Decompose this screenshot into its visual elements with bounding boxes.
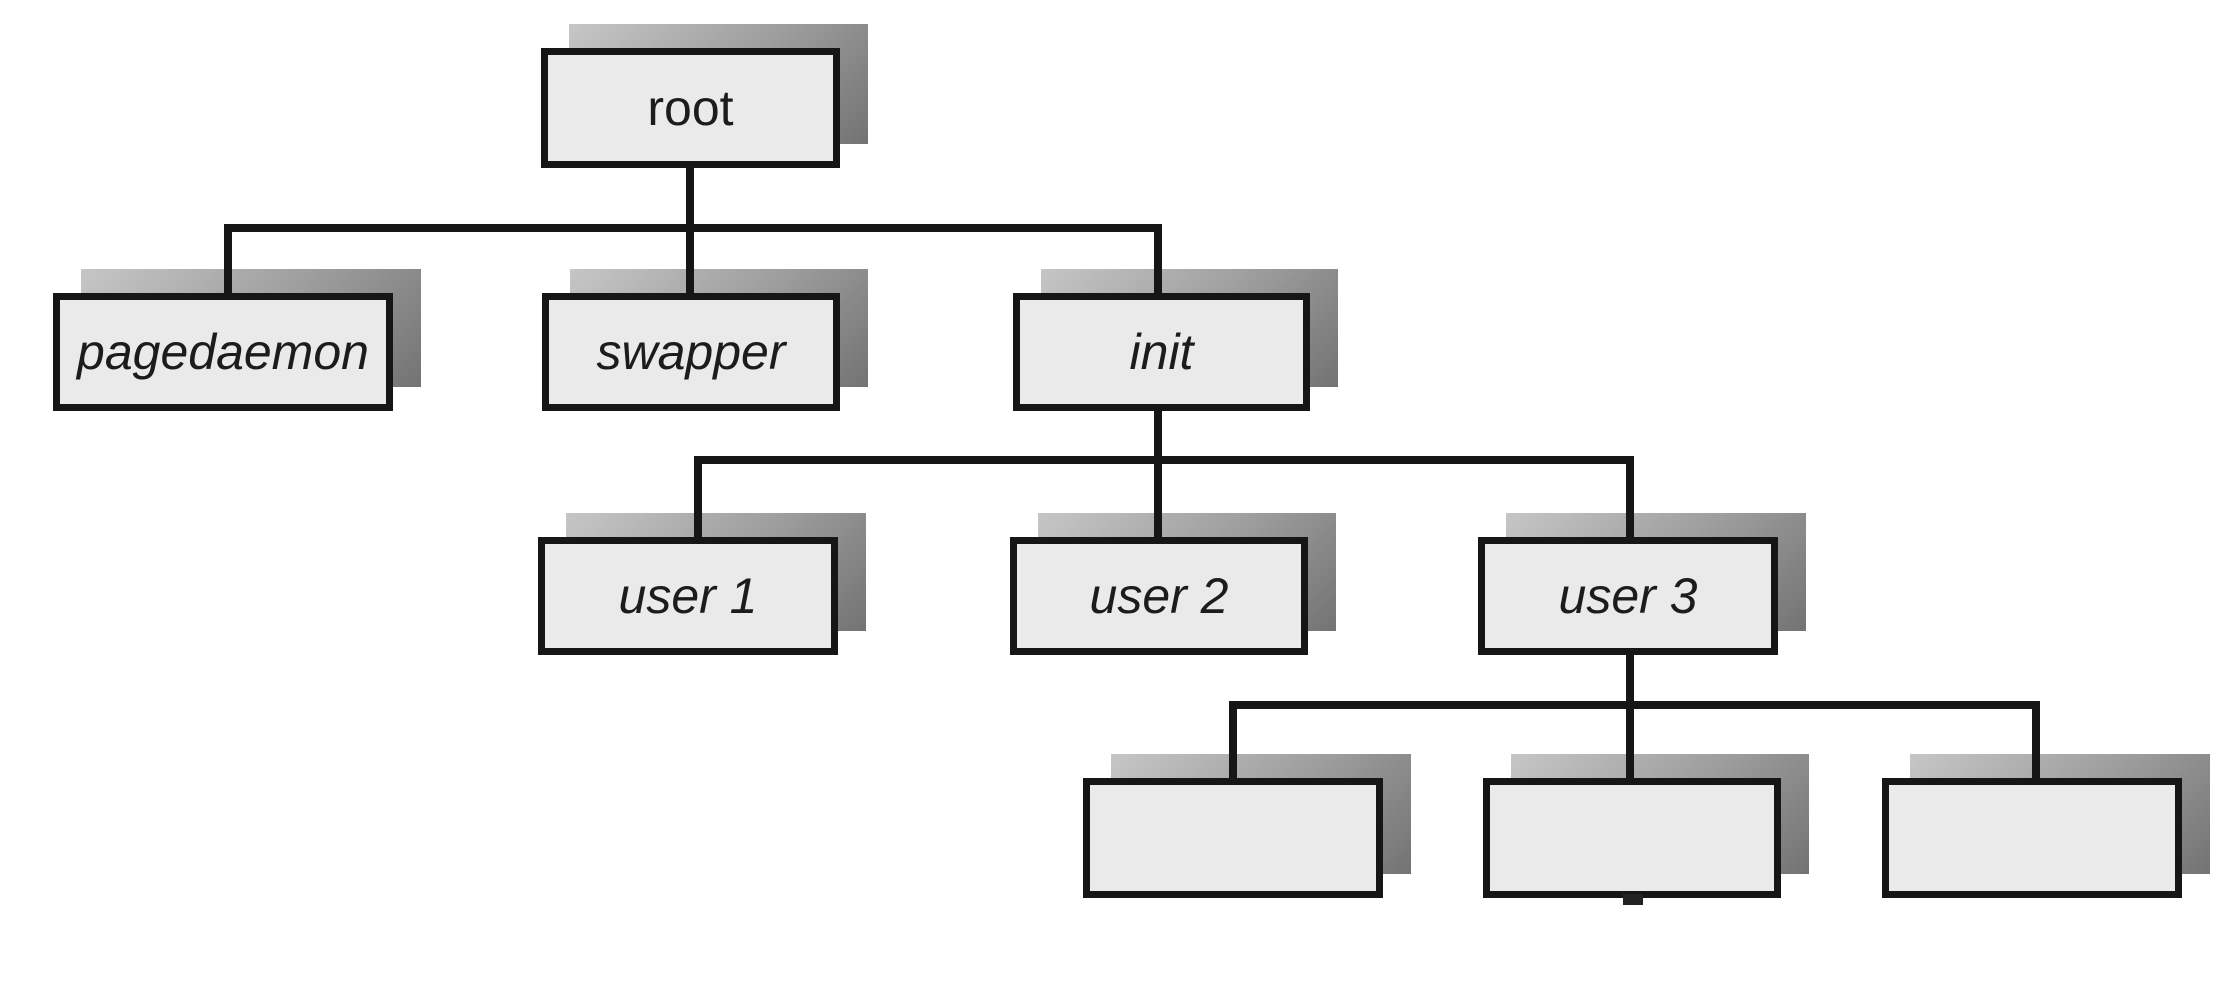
node-child2 bbox=[1483, 754, 1809, 898]
node-pagedaemon-label: pagedaemon bbox=[77, 324, 369, 380]
node-child3 bbox=[1882, 754, 2210, 898]
node-init-label: init bbox=[1129, 324, 1194, 380]
connector-user3-to-child2 bbox=[1626, 651, 1634, 778]
node-pagedaemon-box: pagedaemon bbox=[53, 293, 393, 411]
node-user1-box: user 1 bbox=[538, 537, 838, 655]
scan-artifact-mark bbox=[1623, 894, 1643, 905]
node-user1-label: user 1 bbox=[618, 568, 758, 624]
node-user3-label: user 3 bbox=[1558, 568, 1698, 624]
node-root: root bbox=[541, 24, 868, 168]
connector-drop-user1 bbox=[694, 456, 702, 537]
connector-bus-user3-children bbox=[1229, 701, 2040, 709]
node-swapper: swapper bbox=[542, 269, 868, 411]
node-root-label: root bbox=[647, 80, 734, 136]
node-init: init bbox=[1013, 269, 1338, 411]
connector-init-to-user2 bbox=[1154, 406, 1162, 538]
node-init-box: init bbox=[1013, 293, 1310, 411]
node-root-box: root bbox=[541, 48, 840, 168]
node-user1: user 1 bbox=[538, 513, 866, 655]
node-user3: user 3 bbox=[1478, 513, 1806, 655]
node-child1 bbox=[1083, 754, 1411, 898]
node-child3-box bbox=[1882, 778, 2182, 898]
node-user3-box: user 3 bbox=[1478, 537, 1778, 655]
node-swapper-box: swapper bbox=[542, 293, 840, 411]
connector-bus-root-children bbox=[224, 224, 1162, 232]
connector-drop-init bbox=[1154, 224, 1162, 293]
node-user2: user 2 bbox=[1010, 513, 1336, 655]
node-child1-box bbox=[1083, 778, 1383, 898]
connector-drop-child1 bbox=[1229, 701, 1237, 778]
node-user2-label: user 2 bbox=[1089, 568, 1229, 624]
connector-drop-user3 bbox=[1626, 456, 1634, 537]
connector-drop-pagedaemon bbox=[224, 224, 232, 293]
node-pagedaemon: pagedaemon bbox=[53, 269, 421, 411]
connector-bus-init-children bbox=[694, 456, 1634, 464]
connector-drop-child3 bbox=[2032, 701, 2040, 778]
node-swapper-label: swapper bbox=[596, 324, 786, 380]
node-child2-box bbox=[1483, 778, 1781, 898]
node-user2-box: user 2 bbox=[1010, 537, 1308, 655]
